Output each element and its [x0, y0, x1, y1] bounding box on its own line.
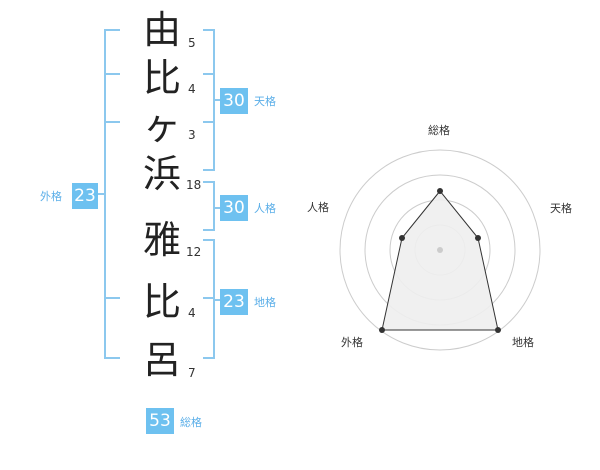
- radar-label-chikaku: 地格: [512, 336, 534, 349]
- tenkaku-value: 30: [220, 88, 248, 114]
- name-char-1: 由: [142, 8, 181, 52]
- name-char-5: 雅: [142, 218, 181, 262]
- stroke-count-4: 18: [186, 178, 202, 192]
- radar-point-chikaku: [495, 327, 501, 333]
- chikaku-value: 23: [220, 289, 248, 315]
- gaikaku-label: 外格: [40, 190, 62, 203]
- stroke-count-7: 7: [188, 366, 196, 380]
- radar-point-gaikaku: [379, 327, 385, 333]
- soukaku-label: 総格: [180, 416, 202, 429]
- name-char-2: 比: [142, 56, 181, 100]
- radar-center: [437, 247, 443, 253]
- radar-point-jinkaku: [399, 235, 405, 241]
- radar-label-tenkaku: 天格: [550, 202, 572, 215]
- soukaku-value: 53: [146, 408, 174, 434]
- stroke-count-2: 4: [188, 82, 196, 96]
- radar-point-soukaku: [437, 188, 443, 194]
- name-char-7: 呂: [142, 338, 181, 382]
- gaikaku-value: 23: [72, 183, 98, 209]
- radar-points: [379, 188, 501, 333]
- radar-polygon: [381, 190, 499, 331]
- radar-label-jinkaku: 人格: [307, 201, 329, 214]
- radar-label-gaikaku: 外格: [341, 336, 363, 349]
- stroke-count-3: 3: [188, 128, 196, 142]
- jinkaku-value: 30: [220, 195, 248, 221]
- radar-label-soukaku: 総格: [428, 124, 450, 137]
- jinkaku-label: 人格: [254, 202, 276, 215]
- tenkaku-label: 天格: [254, 95, 276, 108]
- name-char-4: 浜: [142, 152, 181, 196]
- stroke-count-1: 5: [188, 36, 196, 50]
- radar-point-tenkaku: [475, 235, 481, 241]
- name-char-3: ヶ: [142, 104, 181, 148]
- stroke-count-5: 12: [186, 245, 202, 259]
- name-char-6: 比: [142, 280, 181, 324]
- chikaku-label: 地格: [254, 296, 276, 309]
- stroke-count-6: 4: [188, 306, 196, 320]
- jinkaku-bracket: [203, 181, 215, 231]
